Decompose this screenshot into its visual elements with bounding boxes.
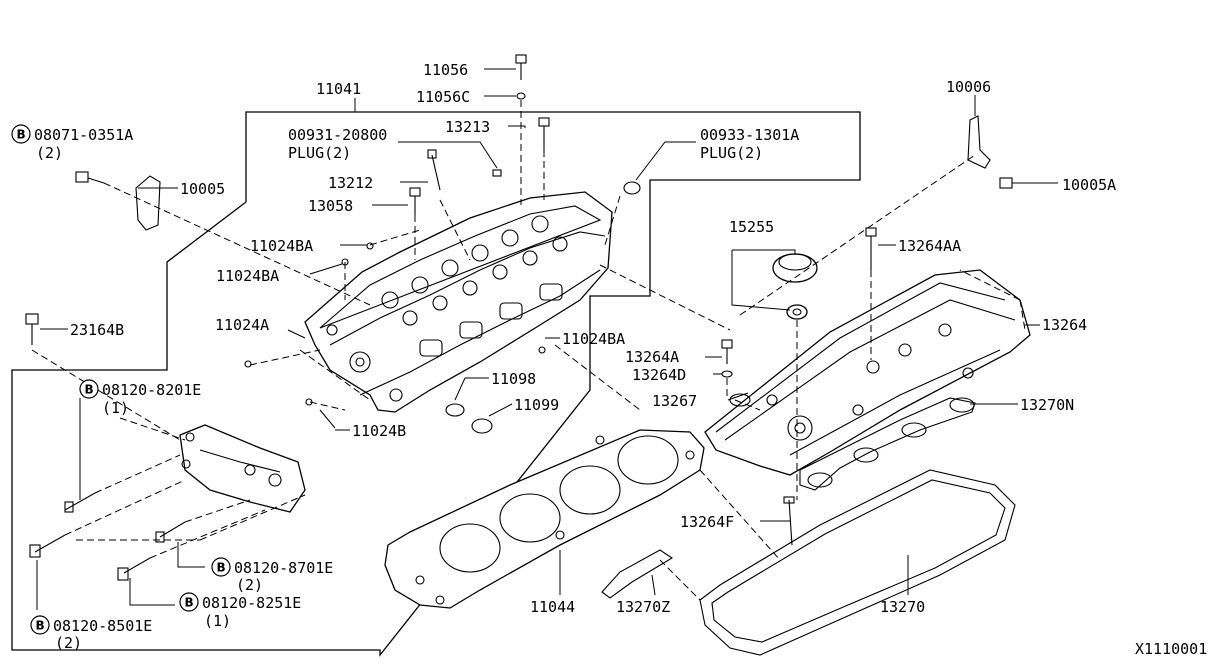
- label-11056C: 11056C: [416, 88, 470, 106]
- badge-08120-8501: B: [30, 615, 50, 635]
- label-11024BA-right: 11024BA: [562, 330, 625, 348]
- badge-08120-8201: B: [79, 379, 99, 399]
- label-13264A: 13264A: [625, 348, 679, 366]
- label-08071-qty: (2): [36, 144, 63, 162]
- label-11024B: 11024B: [352, 422, 406, 440]
- svg-text:B: B: [217, 561, 226, 575]
- label-11024A: 11024A: [215, 316, 269, 334]
- badge-08071: B: [11, 124, 31, 144]
- label-08120-8201E-qty: (1): [102, 399, 129, 417]
- label-13270Z: 13270Z: [616, 598, 670, 616]
- label-13264: 13264: [1042, 316, 1087, 334]
- label-13270N: 13270N: [1020, 396, 1074, 414]
- label-13267: 13267: [652, 392, 697, 410]
- label-08120-8501E-qty: (2): [55, 634, 82, 652]
- label-23164B: 23164B: [70, 321, 124, 339]
- label-11024BA-top: 11024BA: [250, 237, 313, 255]
- label-11098: 11098: [491, 370, 536, 388]
- label-08120-8201E: 08120-8201E: [102, 381, 201, 399]
- label-10005A: 10005A: [1062, 176, 1116, 194]
- label-13270: 13270: [880, 598, 925, 616]
- label-11099: 11099: [514, 396, 559, 414]
- small-parts: [25, 54, 1013, 599]
- cylinder-head: [304, 191, 613, 413]
- label-00933-plug: PLUG(2): [700, 144, 763, 162]
- label-00933-1301A: 00933-1301A: [700, 126, 799, 144]
- rocker-cover: [704, 269, 1031, 476]
- label-08120-8701E-qty: (2): [236, 576, 263, 594]
- label-13058: 13058: [308, 197, 353, 215]
- badge-08120-8251: B: [179, 592, 199, 612]
- svg-text:B: B: [17, 128, 26, 142]
- label-10006: 10006: [946, 78, 991, 96]
- label-08120-8501E: 08120-8501E: [53, 617, 152, 635]
- label-10005: 10005: [180, 180, 225, 198]
- label-08071-0351A: 08071-0351A: [34, 126, 133, 144]
- label-00931-plug: PLUG(2): [288, 144, 351, 162]
- label-11044: 11044: [530, 598, 575, 616]
- label-08120-8701E: 08120-8701E: [234, 559, 333, 577]
- oil-filler-cap: [772, 253, 818, 320]
- front-cover: [179, 424, 306, 513]
- label-11056: 11056: [423, 61, 468, 79]
- label-00931-20800: 00931-20800: [288, 126, 387, 144]
- leader-lines: [36, 68, 1058, 610]
- label-08120-8251E-qty: (1): [204, 612, 231, 630]
- rocker-gasket: [699, 469, 1016, 656]
- diagram-reference: X1110001: [1135, 640, 1207, 658]
- label-13264AA: 13264AA: [898, 237, 961, 255]
- assembly-lines: [31, 100, 1026, 601]
- label-13264F: 13264F: [680, 513, 734, 531]
- svg-text:B: B: [185, 596, 194, 610]
- label-08120-8251E: 08120-8251E: [202, 594, 301, 612]
- plug-gasket-13270N: [799, 397, 976, 491]
- label-11024BA-mid: 11024BA: [216, 267, 279, 285]
- assembly-outline: [11, 111, 861, 657]
- label-15255: 15255: [729, 218, 774, 236]
- svg-text:B: B: [85, 383, 94, 397]
- svg-text:B: B: [36, 619, 45, 633]
- head-gasket: [384, 429, 705, 609]
- label-13212: 13212: [328, 174, 373, 192]
- labels: 11041 11056 11056C 08071-0351A (2) 10005…: [34, 61, 1207, 658]
- label-11041: 11041: [316, 80, 361, 98]
- label-13213: 13213: [445, 118, 490, 136]
- badge-08120-8701: B: [211, 557, 231, 577]
- label-13264D: 13264D: [632, 366, 686, 384]
